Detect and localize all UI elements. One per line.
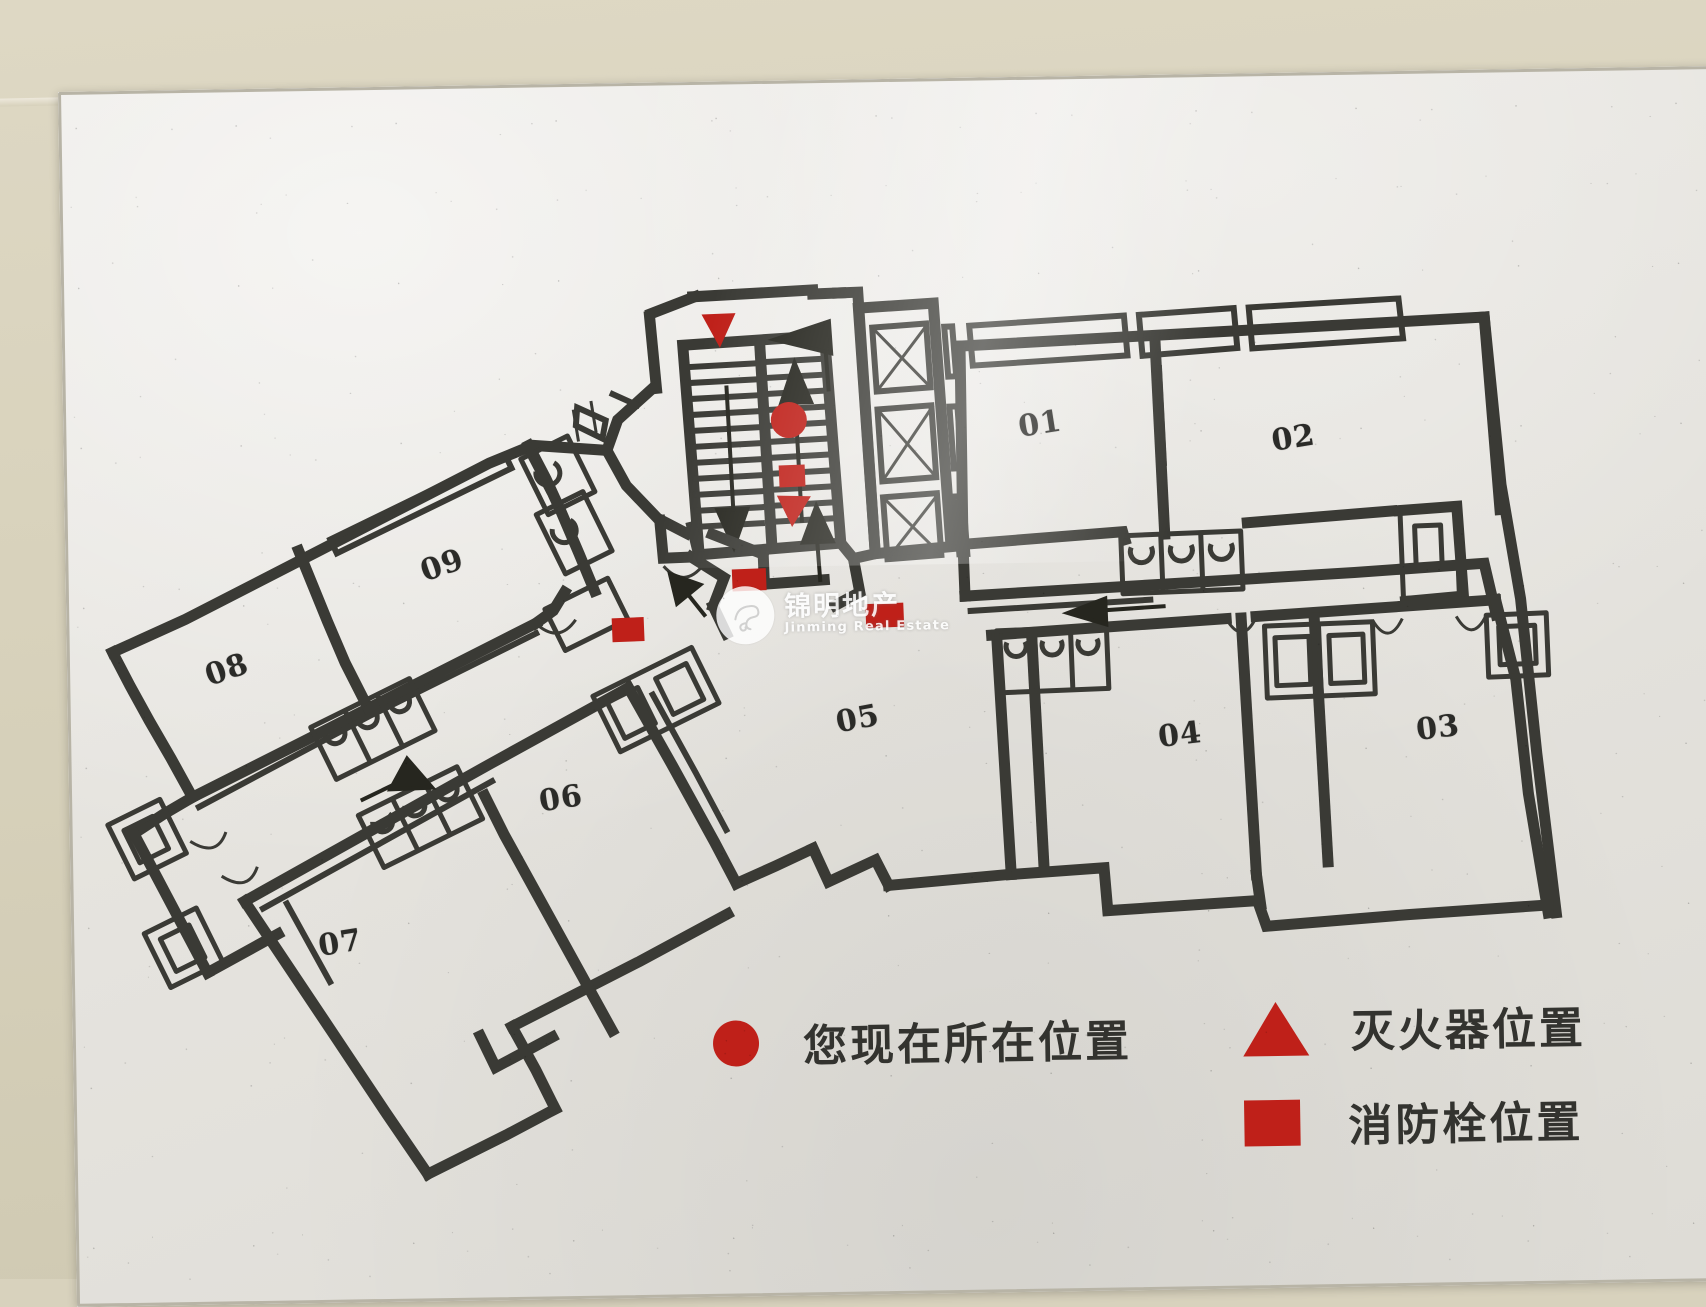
marker-hydrant xyxy=(731,568,767,592)
marker-extinguisher xyxy=(776,495,811,528)
legend-item-fire-extinguisher: 灭火器位置 xyxy=(1242,992,1586,1061)
legend-label-fire-extinguisher: 灭火器位置 xyxy=(1350,1003,1587,1058)
room-label-03: 03 xyxy=(1414,707,1462,748)
legend-label-fire-hydrant: 消防栓位置 xyxy=(1348,1097,1584,1152)
room-label-01: 01 xyxy=(1015,403,1065,445)
legend-item-fire-hydrant: 消防栓位置 xyxy=(1243,1086,1584,1155)
floor-plan-drawing: .w { fill:none; stroke:#3a3a35; stroke-w… xyxy=(105,284,1563,1182)
marker-hydrant xyxy=(611,617,645,643)
legend-label-you-are-here: 您现在所在位置 xyxy=(802,1016,1133,1073)
marker-hydrant xyxy=(778,464,806,488)
legend-circle-icon xyxy=(712,1020,760,1067)
marker-you-are-here xyxy=(770,402,807,439)
legend-triangle-icon xyxy=(1242,1001,1310,1057)
room-label-06: 06 xyxy=(536,778,586,820)
legend-item-you-are-here: 您现在所在位置 xyxy=(712,1005,1133,1076)
room-label-04: 04 xyxy=(1156,714,1204,755)
room-label-07: 07 xyxy=(315,922,365,964)
room-label-02: 02 xyxy=(1269,417,1318,459)
evacuation-plan-poster: .w { fill:none; stroke:#3a3a35; stroke-w… xyxy=(58,65,1706,1307)
legend: 您现在所在位置 灭火器位置 消防栓位置 xyxy=(712,946,1706,1262)
marker-hydrant xyxy=(865,602,905,629)
marker-extinguisher xyxy=(701,313,736,348)
legend-square-icon xyxy=(1243,1099,1301,1147)
